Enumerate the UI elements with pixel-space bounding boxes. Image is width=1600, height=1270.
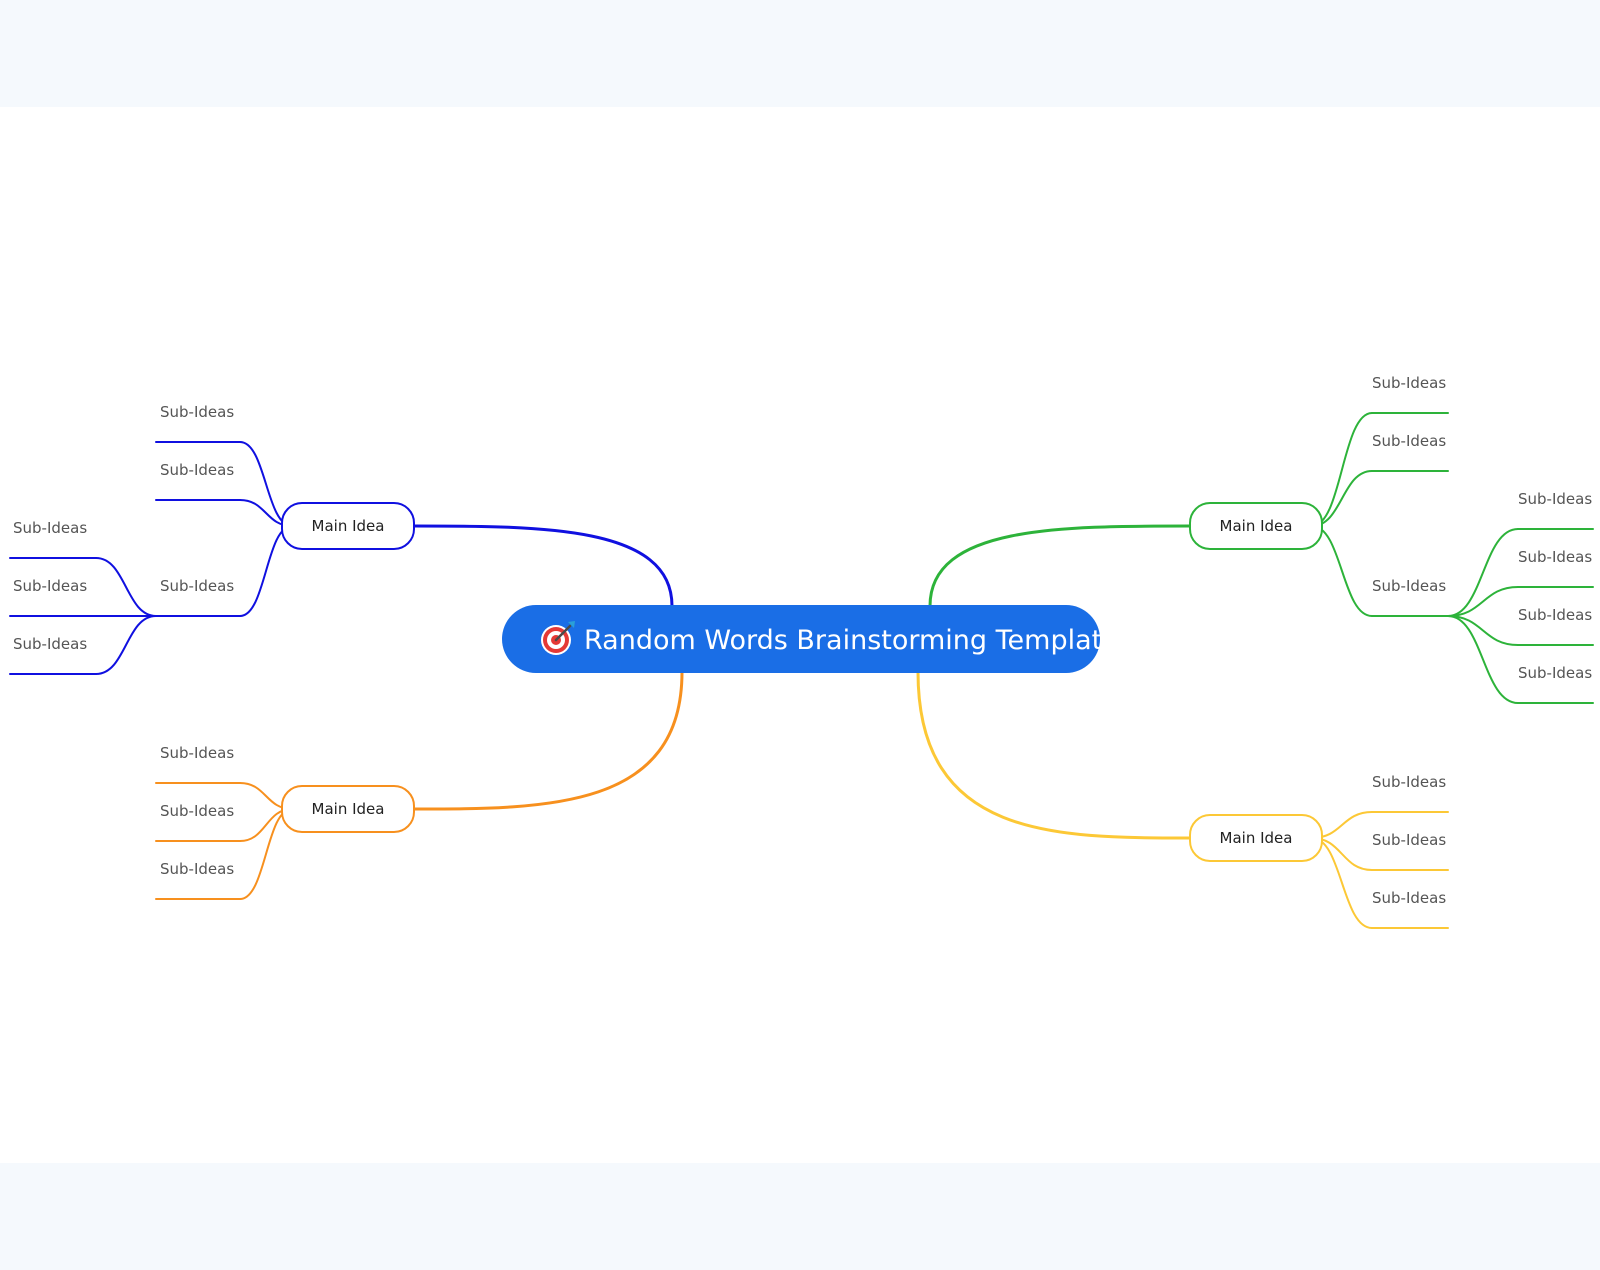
connector-child-green — [1447, 586, 1519, 617]
central-topic-pill[interactable] — [502, 605, 1100, 673]
sub-idea-label: Sub-Ideas — [1518, 490, 1592, 508]
sub-idea-label: Sub-Ideas — [1518, 664, 1592, 682]
target-icon — [541, 621, 575, 655]
main-idea-node-orange[interactable] — [281, 785, 415, 833]
sub-idea-label: Sub-Ideas — [160, 577, 234, 595]
bottom-band — [0, 1163, 1600, 1270]
central-topic[interactable]: Random Words Brainstorming Template — [502, 605, 1119, 673]
connector-root-yellow — [916, 670, 1192, 840]
connector-root-orange — [412, 670, 684, 811]
connector-root-green — [928, 524, 1192, 608]
main-idea-node-blue[interactable] — [281, 502, 415, 550]
sub-idea-label: Sub-Ideas — [1518, 606, 1592, 624]
main-idea-label: Main Idea — [312, 517, 385, 535]
connector-child-blue — [95, 557, 157, 617]
sub-idea-label: Sub-Ideas — [160, 802, 234, 820]
sub-idea-label: Sub-Ideas — [1372, 773, 1446, 791]
connector-sub-yellow — [1311, 837, 1373, 929]
target-dart-fletch — [568, 621, 575, 628]
connector-child-green — [1447, 615, 1519, 704]
sub-idea-label: Sub-Ideas — [13, 635, 87, 653]
connector-child-blue — [95, 615, 157, 675]
main-idea-label: Main Idea — [1220, 829, 1293, 847]
central-topic-label: Random Words Brainstorming Template — [584, 625, 1119, 656]
sub-idea-label: Sub-Ideas — [1372, 374, 1446, 392]
sub-idea-label: Sub-Ideas — [1372, 432, 1446, 450]
node-layer: Main IdeaSub-IdeasSub-IdeasSub-IdeasSub-… — [13, 374, 1592, 907]
connector-sub-green — [1311, 412, 1373, 527]
connector-root-blue — [412, 524, 674, 608]
sub-idea-label: Sub-Ideas — [13, 519, 87, 537]
sub-idea-label: Sub-Ideas — [1372, 577, 1446, 595]
sub-idea-label: Sub-Ideas — [1372, 889, 1446, 907]
sub-idea-label: Sub-Ideas — [1518, 548, 1592, 566]
target-dart — [554, 624, 572, 642]
sub-idea-label: Sub-Ideas — [13, 577, 87, 595]
main-idea-node-green[interactable] — [1189, 502, 1323, 550]
connector-sub-green — [1311, 525, 1373, 617]
sub-idea-label: Sub-Ideas — [1372, 831, 1446, 849]
sub-idea-label: Sub-Ideas — [160, 403, 234, 421]
main-idea-label: Main Idea — [1220, 517, 1293, 535]
sub-idea-label: Sub-Ideas — [160, 860, 234, 878]
sub-idea-label: Sub-Ideas — [160, 461, 234, 479]
sub-idea-label: Sub-Ideas — [160, 744, 234, 762]
top-band — [0, 0, 1600, 107]
main-idea-label: Main Idea — [312, 800, 385, 818]
connector-child-green — [1447, 528, 1519, 617]
main-idea-node-yellow[interactable] — [1189, 814, 1323, 862]
connector-child-green — [1447, 615, 1519, 646]
